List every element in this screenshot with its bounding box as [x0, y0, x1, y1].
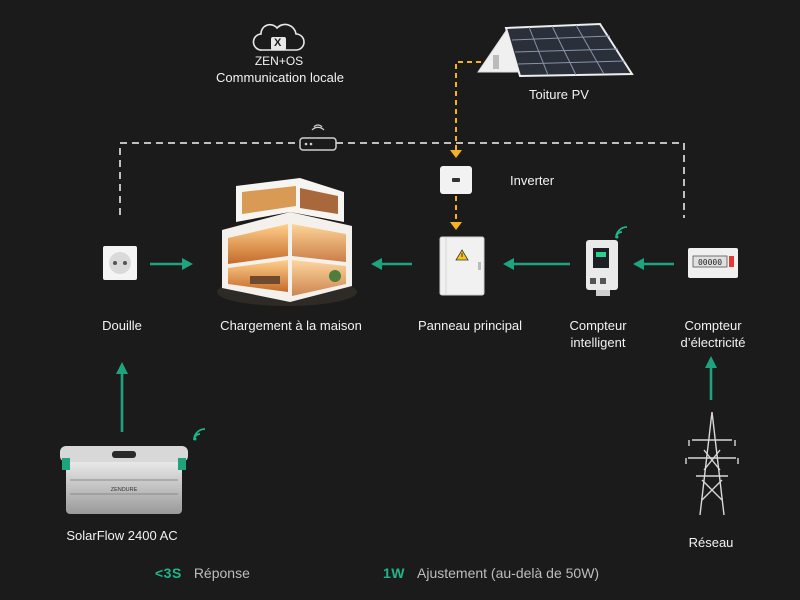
battery-icon: ZENDURE	[60, 446, 188, 514]
main-panel-icon	[439, 236, 485, 296]
label-inverter: Inverter	[510, 173, 555, 188]
logo-letter: X	[274, 37, 282, 49]
arrow-elec-meter-to-smart-meter	[633, 258, 674, 270]
power-tower-icon	[685, 411, 739, 516]
router-icon	[299, 124, 337, 151]
legend-response-text: Réponse	[193, 565, 250, 581]
inverter-icon	[440, 166, 472, 194]
dc-arrowhead-inverter	[450, 150, 462, 158]
arrow-outlet-to-home	[150, 258, 193, 270]
label-home-charging: Chargement à la maison	[220, 318, 362, 333]
meter-display-text: 00000	[698, 258, 722, 267]
label-battery: SolarFlow 2400 AC	[66, 528, 178, 543]
brand-name: ZEN+OS	[254, 54, 304, 68]
smart-meter-icon	[586, 240, 618, 296]
label-outlet: Douille	[102, 318, 142, 333]
communication-lines	[119, 142, 685, 218]
battery-brand-text: ZENDURE	[111, 487, 138, 493]
arrow-grid-to-elec-meter	[705, 356, 717, 400]
label-main-panel: Panneau principal	[417, 318, 523, 333]
label-smart-meter-line1: Compteur	[569, 318, 627, 333]
solar-roof-icon	[477, 22, 634, 78]
wifi-icon-battery	[193, 428, 206, 441]
legend-response: <3S Réponse	[155, 565, 250, 581]
flow-arrows	[116, 258, 717, 432]
label-elec-meter-line2: d’électricité	[680, 335, 746, 350]
label-grid: Réseau	[688, 535, 734, 550]
brand-subtitle: Communication locale	[216, 70, 344, 85]
electricity-meter-icon: 00000	[688, 248, 738, 278]
legend-response-value: <3S	[155, 565, 182, 581]
arrow-panel-to-home	[371, 258, 412, 270]
label-pv-roof: Toiture PV	[529, 87, 589, 102]
wifi-icon-smart-meter	[615, 226, 628, 239]
house-icon	[217, 178, 357, 306]
legend-adjustment-value: 1W	[383, 565, 405, 581]
arrow-battery-to-outlet	[116, 362, 128, 432]
zen-os-cloud-logo	[252, 23, 305, 51]
dc-lines	[455, 61, 490, 222]
wall-outlet-icon	[103, 246, 137, 280]
label-elec-meter-line1: Compteur	[684, 318, 742, 333]
arrow-smart-meter-to-panel	[503, 258, 570, 270]
label-smart-meter-line2: intelligent	[570, 335, 626, 350]
dc-arrowhead-panel	[450, 222, 462, 230]
legend-adjustment: 1W Ajustement (au-delà de 50W)	[383, 565, 599, 581]
legend-adjustment-text: Ajustement (au-delà de 50W)	[417, 565, 600, 581]
